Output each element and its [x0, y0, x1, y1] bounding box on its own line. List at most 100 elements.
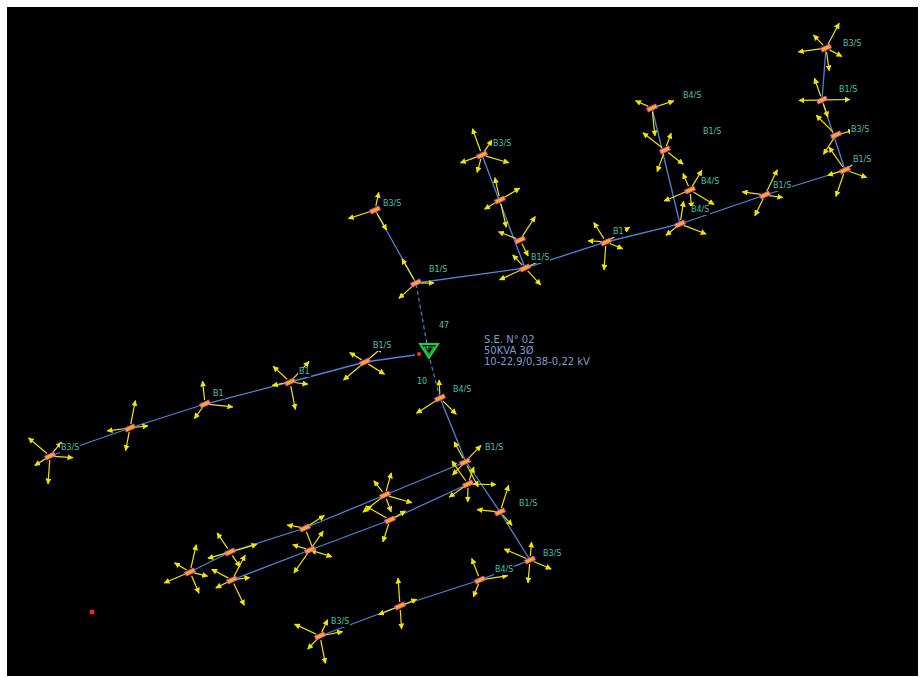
- conductor-line: [440, 398, 530, 560]
- service-arrow: [175, 563, 187, 570]
- pole-label: B1/S: [428, 266, 448, 275]
- conductor-line: [190, 462, 465, 572]
- pole-symbol: [601, 238, 612, 246]
- pole-symbol: [675, 220, 686, 228]
- service-arrow: [528, 564, 530, 583]
- pole-label: B1/S: [772, 182, 792, 191]
- pole-symbol: [125, 424, 136, 432]
- service-arrow: [472, 559, 479, 577]
- service-arrow: [294, 382, 308, 384]
- pole-symbol: [200, 400, 211, 408]
- pole-symbol: [760, 191, 771, 199]
- conductor-line: [320, 560, 530, 636]
- service-arrow: [830, 50, 842, 57]
- service-arrow: [827, 52, 830, 71]
- service-arrow: [314, 551, 332, 557]
- service-arrow: [398, 578, 400, 602]
- pole-label: B1/S: [702, 128, 722, 137]
- service-arrow: [321, 640, 326, 664]
- service-arrow: [29, 438, 47, 453]
- service-arrow: [798, 49, 822, 52]
- service-arrow: [503, 188, 519, 198]
- service-arrow: [656, 101, 674, 107]
- service-arrow: [293, 545, 306, 549]
- substation-text: S.E. N° 02: [484, 334, 590, 345]
- service-arrow: [203, 381, 205, 400]
- service-arrow: [828, 171, 841, 175]
- service-arrow: [528, 271, 541, 285]
- service-arrow: [474, 584, 479, 597]
- service-arrow: [477, 510, 496, 512]
- service-arrow: [693, 192, 714, 204]
- pole-label: B3/S: [382, 200, 402, 209]
- pole-symbol: [475, 576, 486, 584]
- service-arrow: [485, 202, 497, 209]
- service-arrow: [829, 147, 843, 167]
- service-arrow: [799, 99, 818, 101]
- service-arrow: [534, 562, 551, 569]
- pole-label: B4/S: [682, 92, 702, 101]
- service-arrow: [295, 624, 317, 634]
- service-arrow: [191, 545, 196, 568]
- pole-label: 47: [438, 322, 450, 331]
- conductor-line: [416, 170, 845, 283]
- pole-symbol: [463, 480, 474, 488]
- service-arrow: [472, 483, 496, 485]
- service-arrow: [291, 386, 296, 410]
- pole-symbol: [685, 186, 696, 194]
- pole-label: B1/S: [518, 500, 538, 509]
- pole-label: B3/S: [542, 550, 562, 559]
- pole-symbol: [495, 508, 506, 516]
- service-arrow: [588, 240, 602, 242]
- pole-symbol: [647, 104, 658, 112]
- service-arrow: [344, 365, 362, 380]
- service-arrow: [400, 610, 401, 629]
- service-arrow: [813, 35, 823, 45]
- pole-symbol: [385, 516, 396, 524]
- service-arrow: [594, 222, 604, 238]
- pole-label: B3/S: [330, 618, 350, 627]
- service-arrow: [107, 428, 126, 430]
- service-arrow: [287, 525, 301, 527]
- service-arrow: [666, 227, 677, 236]
- service-arrow: [683, 173, 688, 186]
- service-arrow: [668, 152, 683, 164]
- pole-symbol: [460, 458, 471, 466]
- pole-label: B1/S: [852, 156, 872, 165]
- service-arrow: [48, 460, 50, 484]
- conductor-line: [232, 484, 468, 580]
- service-arrow: [212, 569, 229, 578]
- service-arrow: [503, 515, 512, 525]
- service-arrow: [836, 174, 844, 197]
- service-arrow: [417, 400, 437, 413]
- pole-symbol: [227, 576, 238, 584]
- service-arrow: [504, 549, 526, 558]
- service-arrow: [399, 286, 413, 299]
- pole-symbol: [495, 196, 506, 204]
- service-arrow: [234, 544, 257, 551]
- service-arrow: [495, 178, 499, 197]
- pole-symbol: [300, 524, 311, 532]
- service-arrow: [324, 632, 343, 636]
- service-arrow: [376, 192, 379, 206]
- service-arrow: [849, 171, 867, 177]
- pole-label: B3/S: [492, 140, 512, 149]
- service-arrow: [530, 542, 531, 556]
- service-arrow: [54, 456, 73, 457]
- service-arrow: [742, 192, 761, 195]
- service-arrow: [402, 259, 414, 280]
- pole-symbol: [840, 166, 851, 174]
- pole-label: B3/S: [850, 126, 870, 135]
- service-arrow: [486, 156, 509, 163]
- service-arrow: [826, 99, 850, 101]
- service-arrow: [609, 227, 629, 240]
- service-arrow: [684, 225, 706, 234]
- service-arrow: [386, 499, 391, 512]
- service-arrow: [499, 232, 517, 239]
- service-arrow: [386, 473, 391, 491]
- pole-symbol: [285, 378, 296, 386]
- service-arrow: [350, 352, 362, 359]
